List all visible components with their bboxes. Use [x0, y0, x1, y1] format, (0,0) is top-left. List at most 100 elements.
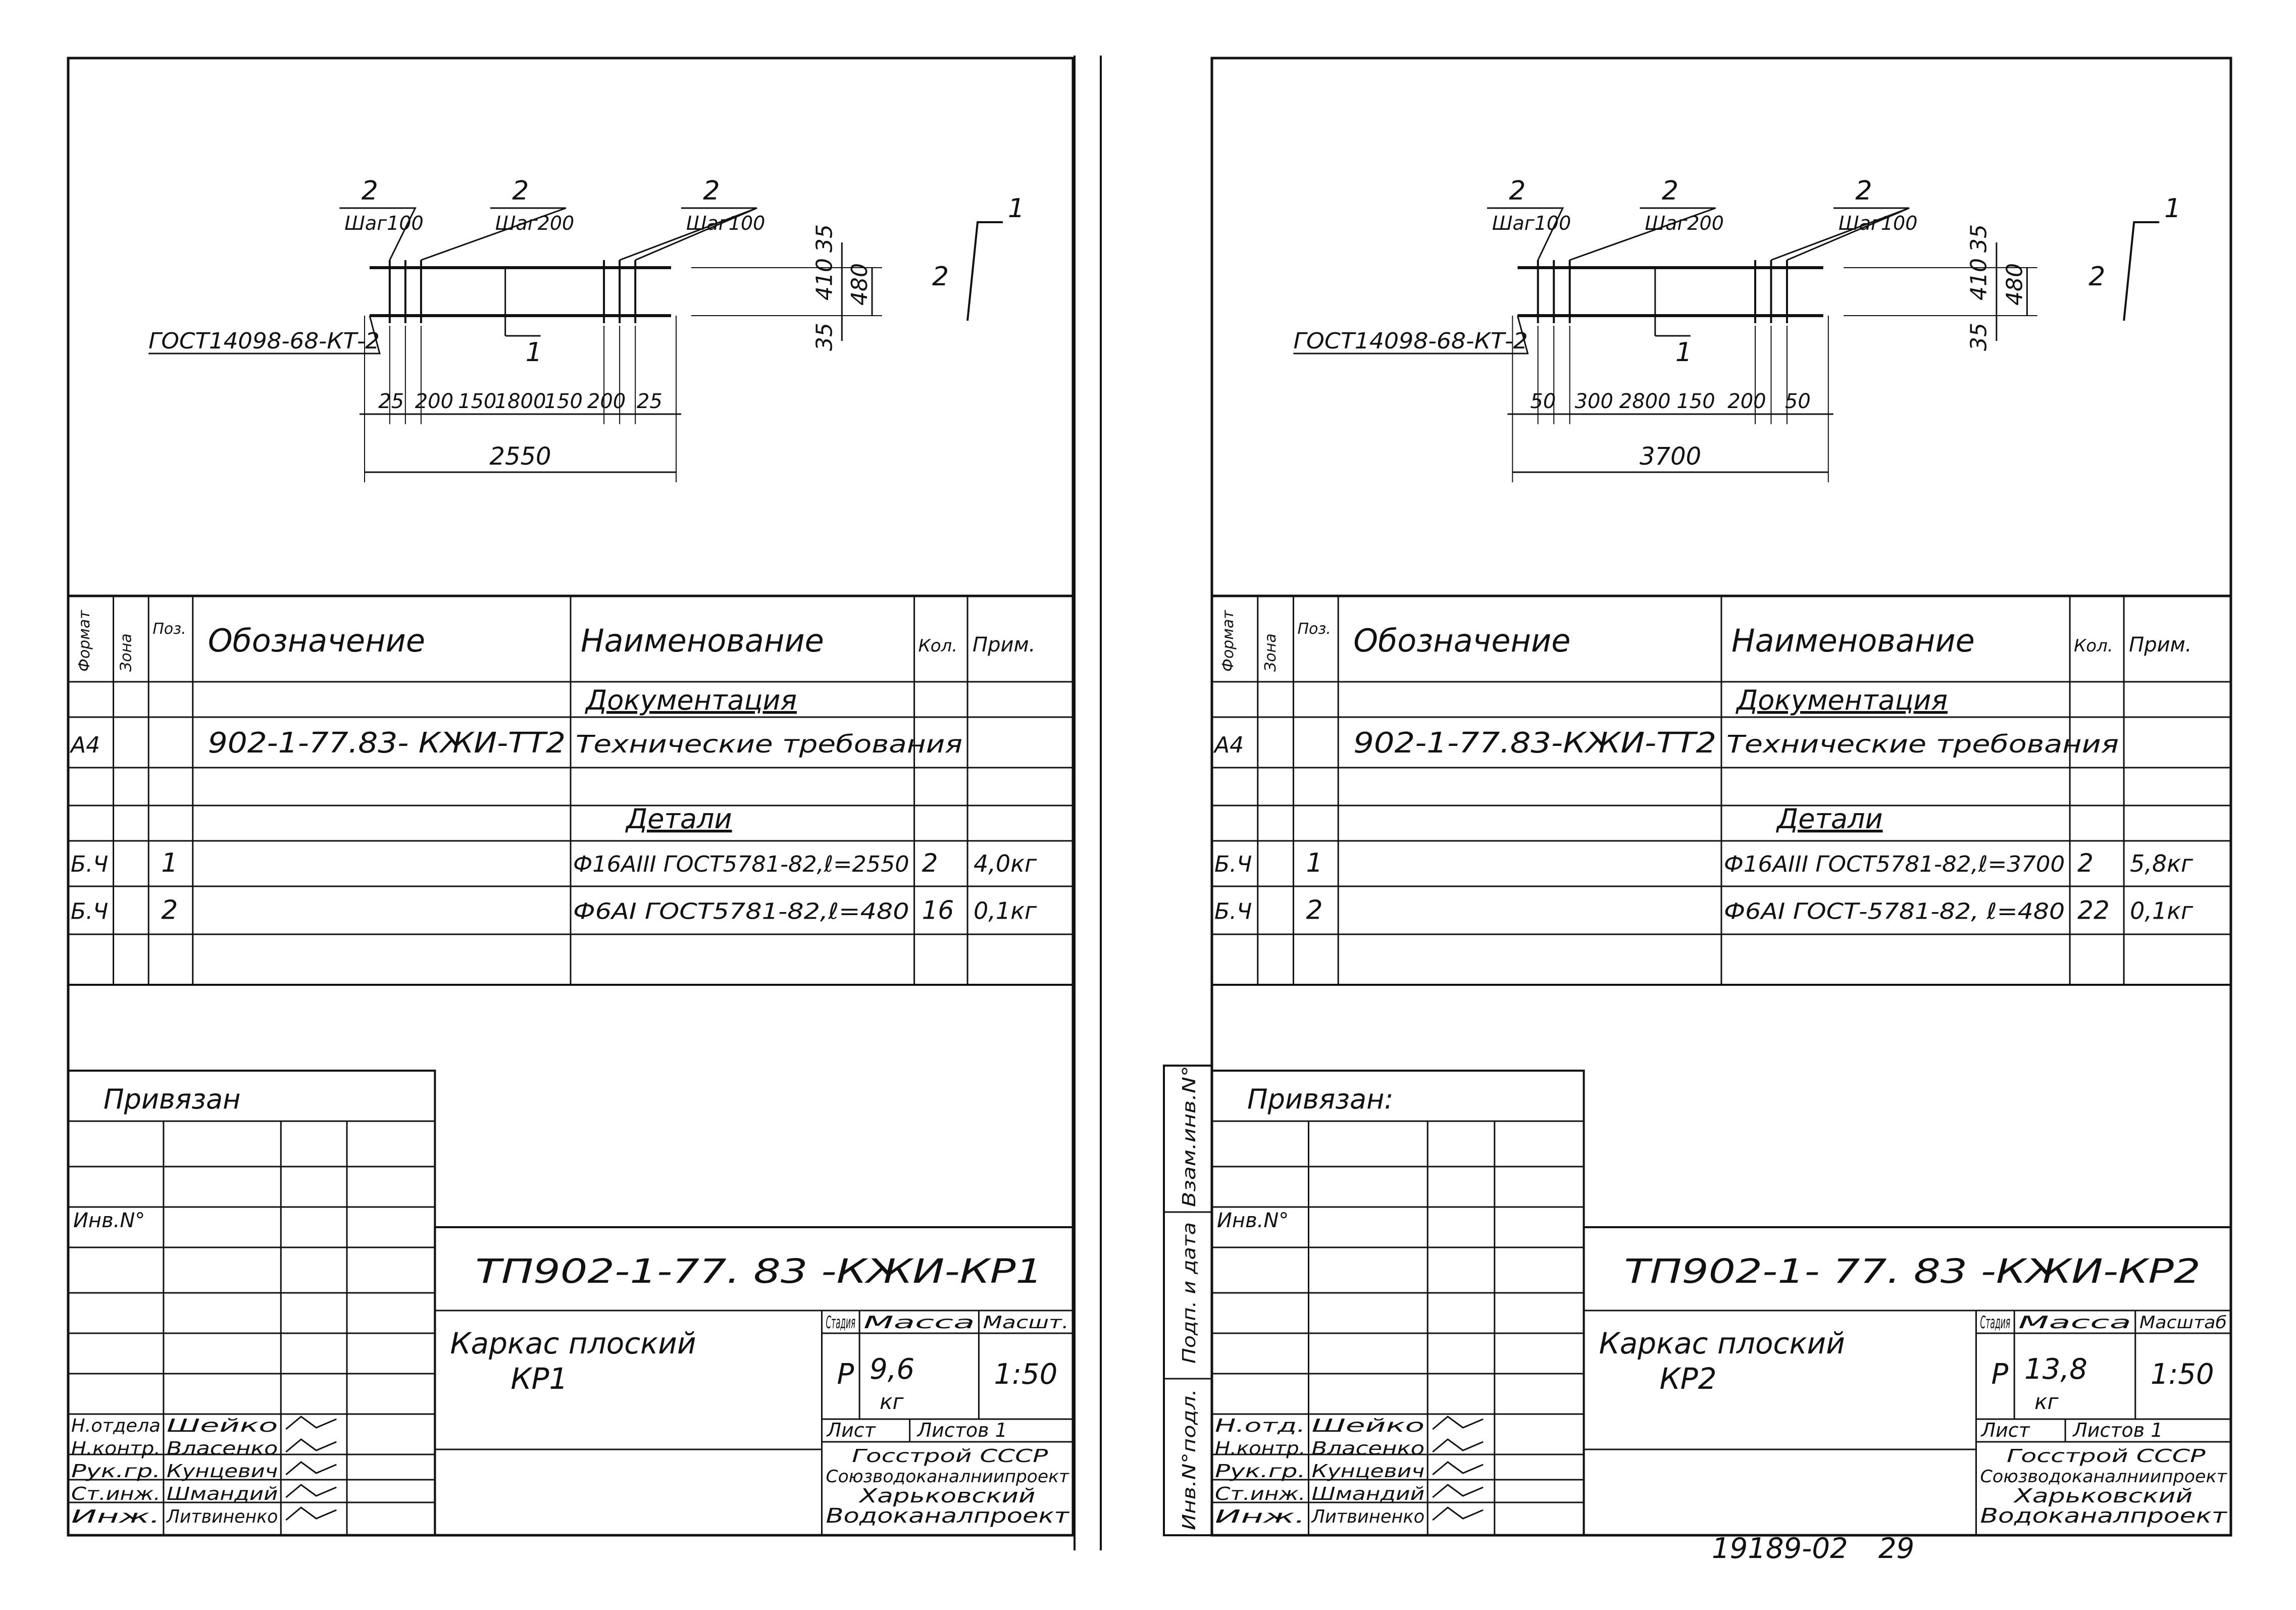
drawing-title: Каркас плоский — [1599, 1326, 1845, 1361]
sheet-kr2: 12Шаг1002Шаг20022Шаг100ГОСТ14098-68-КТ-2… — [1163, 57, 2232, 1537]
row-position: 1 — [1306, 848, 1322, 878]
doc-designation: 902-1-77.83-КЖИ-ТТ2 — [1353, 727, 1716, 760]
organization-line: Союзводоканалниипроект — [1980, 1467, 2228, 1487]
header-quantity: Кол. — [2074, 636, 2113, 656]
bottom-dimension: 50 — [1785, 390, 1811, 413]
section-documentation: Документация — [585, 684, 797, 716]
callout-position: 2 — [1662, 176, 1678, 206]
callout-leader — [1569, 207, 1716, 261]
signature-mark — [285, 1484, 337, 1498]
overall-dimension: 3700 — [1640, 442, 1701, 471]
sheets-label: Листов 1 — [916, 1419, 1007, 1441]
row-quantity: 2 — [2077, 848, 2094, 878]
bottom-dimension: 25 — [637, 390, 662, 413]
header-format: Формат — [76, 610, 93, 672]
organization-line: Водоканалпроект — [826, 1504, 1070, 1528]
header-quantity: Кол. — [919, 636, 957, 656]
mass-value: 9,6 — [870, 1353, 914, 1386]
signer-name: Власенко — [167, 1438, 278, 1459]
row-note: 5,8кг — [2130, 850, 2193, 877]
organization-line: Харьковский — [858, 1485, 1035, 1507]
signer-role: Рук.гр. — [1215, 1461, 1306, 1482]
signature-mark — [1432, 1461, 1484, 1476]
mass-unit: кг — [2034, 1389, 2059, 1414]
detail-label: 1 — [1008, 193, 1025, 224]
callout-leader — [1787, 207, 1910, 261]
callout-position: 2 — [703, 176, 720, 206]
header-name: Наименование — [581, 622, 824, 659]
signature-mark — [285, 1416, 337, 1430]
signature-mark — [285, 1461, 337, 1476]
bottom-dimension: 150 — [1676, 390, 1715, 413]
bottom-dimension: 300 — [1575, 390, 1613, 413]
row-name: Ф6АI ГОСТ-5781-82, ℓ=480 — [1724, 899, 2065, 925]
drawing-title: Каркас плоский — [450, 1326, 696, 1361]
sheet-kr1: 12Шаг1002Шаг20022Шаг100ГОСТ14098-68-КТ-2… — [67, 57, 1075, 1537]
row-format: Б.Ч — [1214, 899, 1252, 925]
callout-leader — [1487, 207, 1564, 261]
detail-sketch — [2123, 221, 2160, 321]
row-format: Б.Ч — [71, 899, 108, 925]
signer-name: Власенко — [1312, 1438, 1425, 1459]
signature-mark — [285, 1438, 337, 1453]
organization-line: Союзводоканалниипроект — [826, 1467, 1070, 1487]
document-code: ТП902-1-77. 83 -КЖИ-КР1 — [475, 1252, 1043, 1291]
section-details: Детали — [625, 803, 732, 835]
signer-role: Ст.инж. — [1215, 1484, 1306, 1504]
vertical-dimension: 410 — [811, 258, 837, 300]
organization-line: Госстрой СССР — [852, 1446, 1048, 1467]
title-block — [1583, 1226, 2232, 1536]
row-name: Ф16АIII ГОСТ5781-82,ℓ=3700 — [1724, 851, 2065, 877]
header-designation: Обозначение — [1353, 622, 1570, 659]
side-strip-label: Инв.N°подл. — [1179, 1389, 1200, 1530]
signer-name: Литвиненко — [166, 1506, 278, 1527]
signer-name: Литвиненко — [1311, 1506, 1425, 1527]
signature-mark — [1432, 1438, 1484, 1453]
row-note: 0,1кг — [2130, 897, 2193, 925]
callout-position: 2 — [1855, 176, 1872, 206]
stage-value: Р — [837, 1358, 854, 1391]
section-details: Детали — [1776, 803, 1883, 835]
overall-dimension: 2550 — [489, 442, 551, 471]
signature-mark — [1432, 1506, 1484, 1521]
signer-role: Н.отдела — [71, 1416, 161, 1436]
header-stage: Стадия — [1980, 1313, 2011, 1333]
bottom-dimension: 50 — [1530, 390, 1556, 413]
callout-position: 2 — [703, 176, 720, 206]
side-strip-label: Подп. и дата — [1179, 1222, 1200, 1364]
vertical-dimension: 480 — [847, 263, 873, 306]
row-note: 0,1кг — [974, 897, 1037, 925]
row-position: 2 — [1306, 895, 1322, 926]
signer-role: Н.контр. — [1215, 1438, 1306, 1459]
bottom-dimension: 25 — [378, 390, 404, 413]
callout-position: 2 — [1855, 176, 1872, 206]
vertical-dimension: 35 — [811, 323, 837, 351]
bottom-dimension: 150 — [544, 390, 583, 413]
bottom-dimension: 2800 — [1619, 390, 1671, 413]
signer-role: Инж. — [71, 1506, 161, 1527]
callout-leader — [339, 207, 417, 261]
inventory-label: Инв.N° — [1217, 1209, 1289, 1232]
inventory-label: Инв.N° — [73, 1209, 145, 1232]
document-code: ТП902-1- 77. 83 -КЖИ-КР2 — [1624, 1252, 2201, 1291]
row-position: 2 — [161, 895, 178, 926]
doc-designation: 902-1-77.83- КЖИ-ТТ2 — [208, 727, 566, 760]
section-mark: 1 — [1675, 337, 1692, 368]
sheets-label: Листов 1 — [2072, 1419, 2163, 1441]
scale-value: 1:50 — [2151, 1358, 2214, 1391]
bottom-dimension: 150 — [458, 390, 496, 413]
mass-value: 13,8 — [2024, 1353, 2087, 1386]
signer-name: Шмандий — [1312, 1484, 1425, 1504]
detail-label: 2 — [2088, 262, 2105, 292]
signature-mark — [1432, 1416, 1484, 1430]
signer-role: Н.контр. — [71, 1438, 161, 1459]
row-name: Ф16АIII ГОСТ5781-82,ℓ=2550 — [573, 851, 909, 877]
header-mass: Масса — [2018, 1313, 2131, 1333]
signer-role: Н.отд. — [1215, 1416, 1306, 1436]
callout-spacing: Шаг100 — [686, 212, 765, 234]
doc-name: Технические требования — [1726, 730, 2119, 759]
weld-leader — [148, 315, 381, 355]
mass-unit: кг — [880, 1389, 904, 1414]
